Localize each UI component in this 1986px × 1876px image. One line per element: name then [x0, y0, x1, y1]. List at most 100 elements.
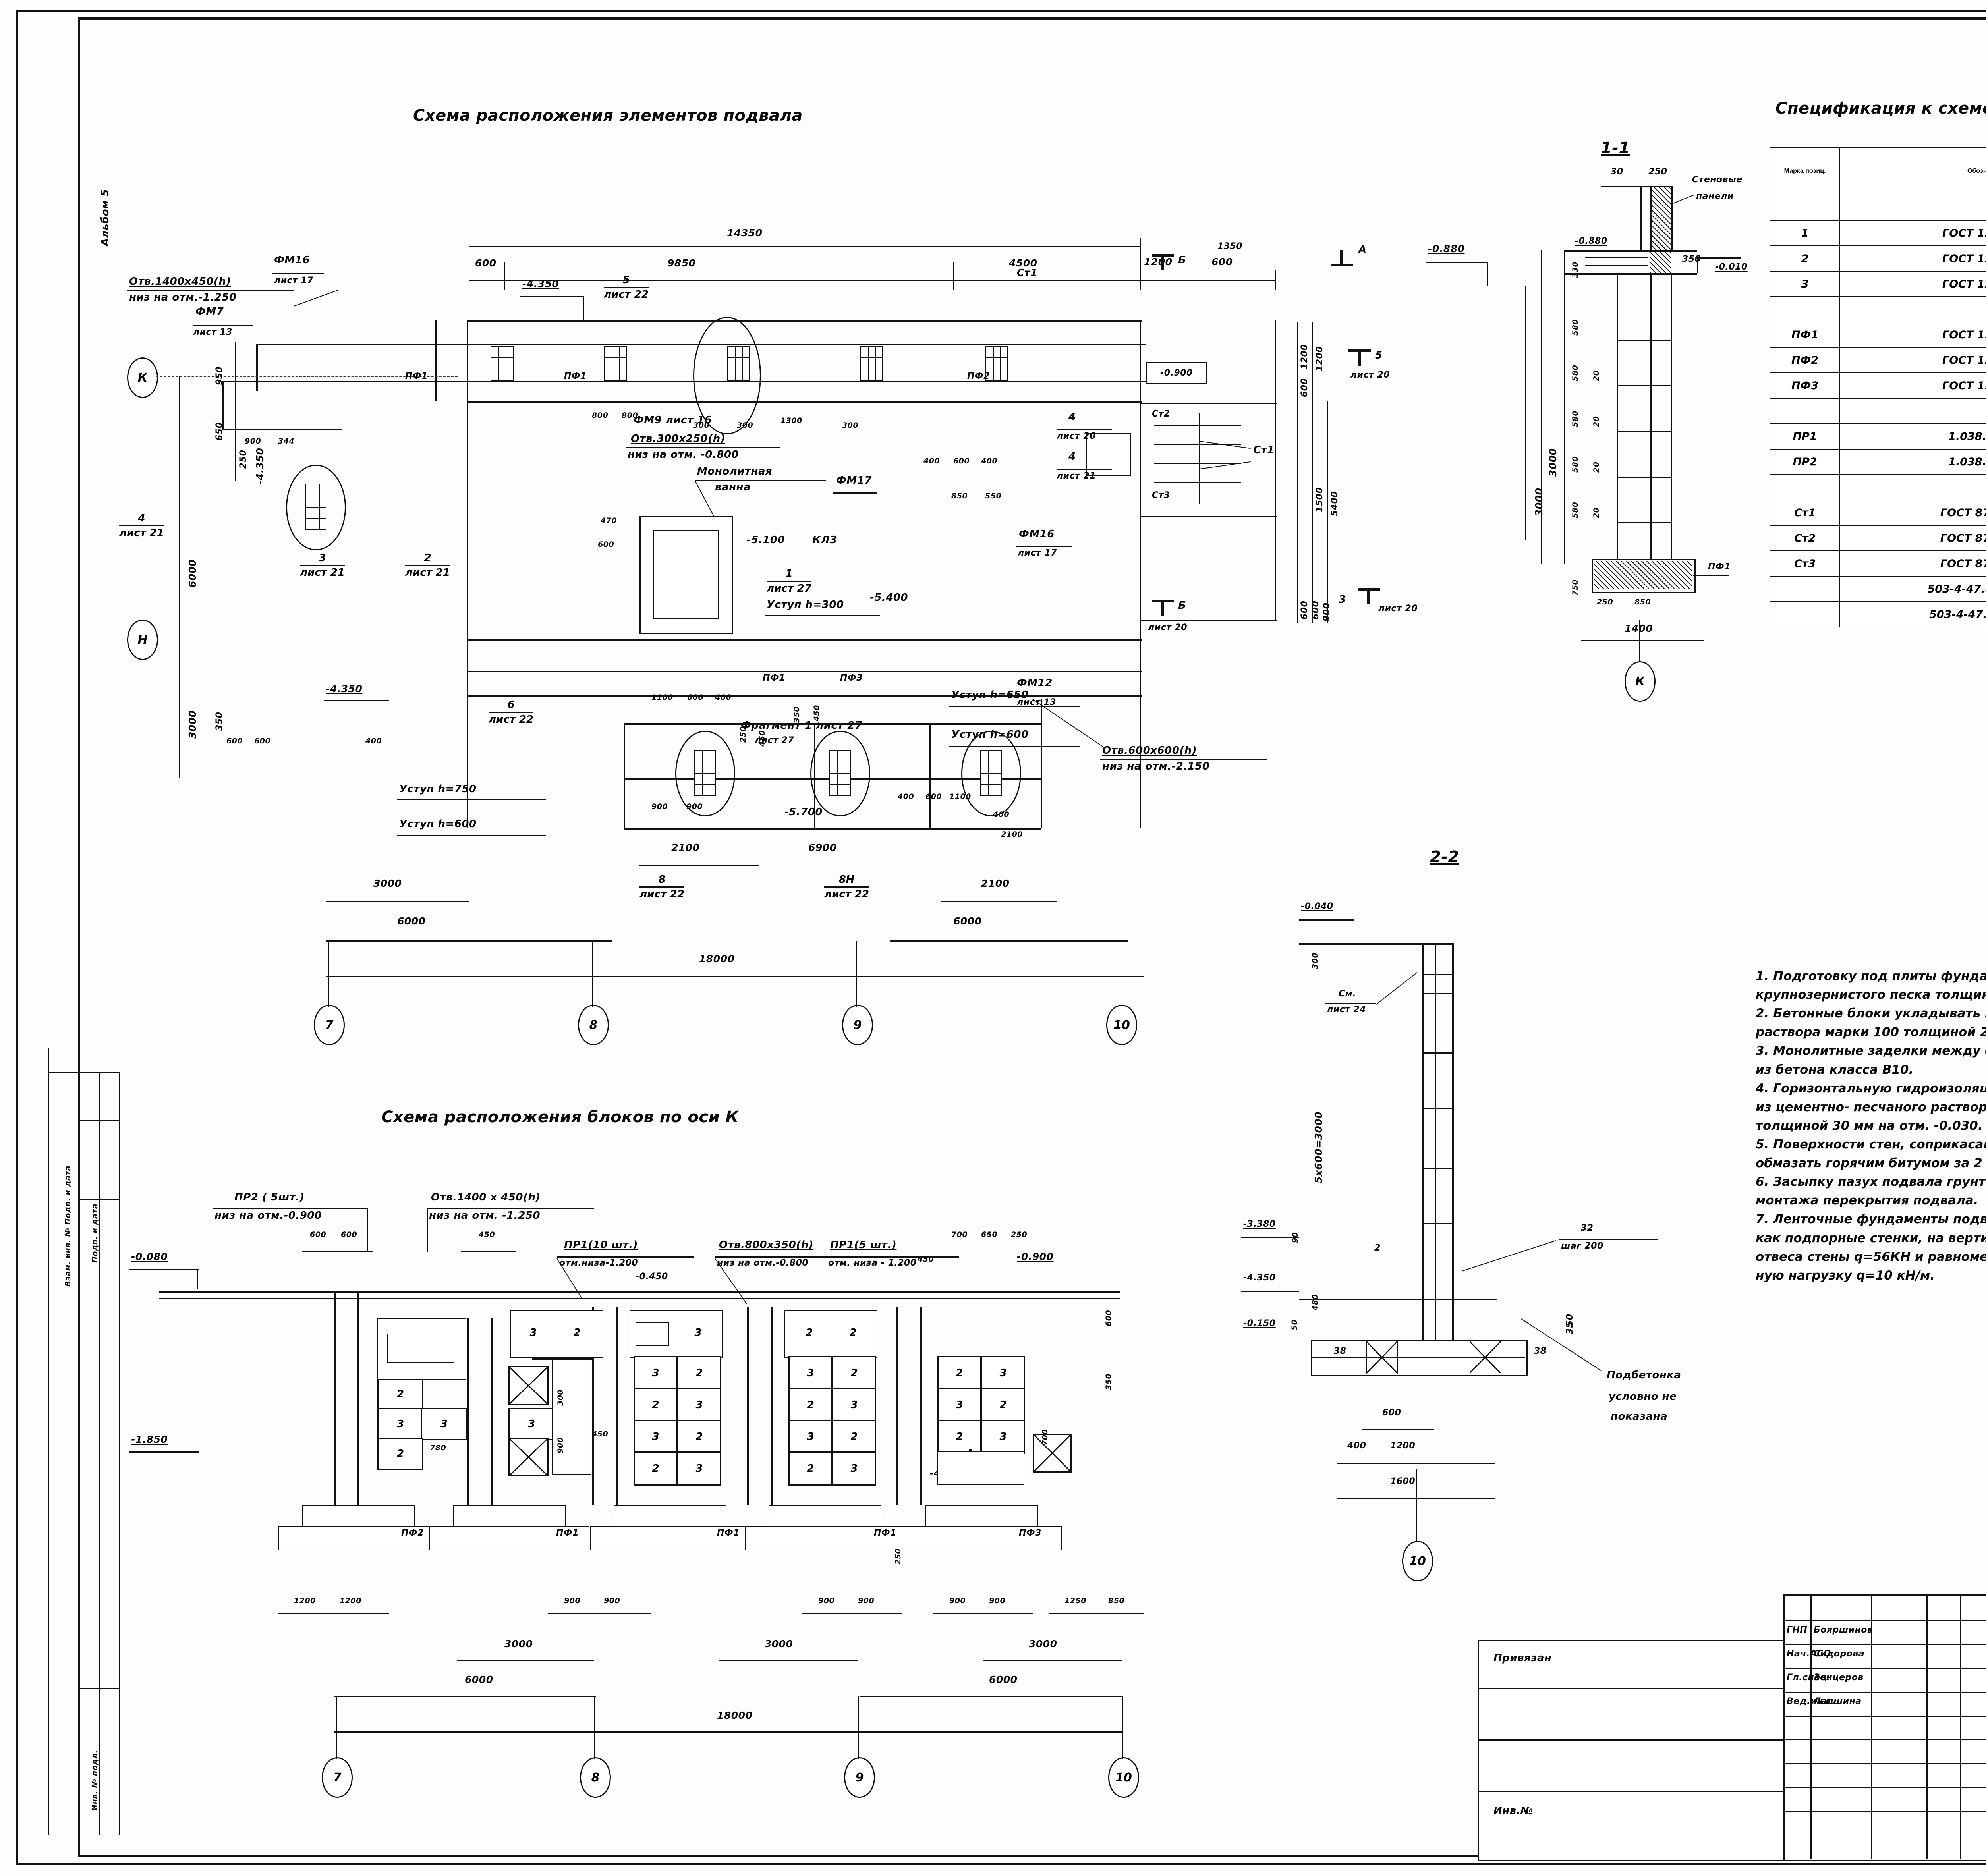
s11-label-wall-panels-1: Стеновые [1692, 175, 1743, 185]
detail-ref-4-list21: 4 лист 21 [119, 512, 164, 539]
s22-dim-300: 300 [1311, 952, 1319, 969]
dim-800b: 800 [622, 411, 638, 420]
bb-900d: 900 [858, 1596, 875, 1605]
block-number: 2 [788, 1388, 833, 1422]
s22-dim-35: 35 [1565, 1322, 1575, 1334]
s22-label-step-200: шаг 200 [1561, 1241, 1603, 1251]
label-st1: Ст1 [1253, 444, 1275, 456]
callout-fm16-list17-sub: лист 17 [274, 276, 314, 286]
detail-ref-8n-list22: 8Н лист 22 [824, 874, 869, 900]
bb-1250: 1250 [1064, 1596, 1086, 1605]
spec-row: 503-4-47.87- КЖ 26Монолитная ванна1 [1769, 576, 1986, 602]
note-line: как подпорные стенки, на вертикальную на… [1756, 1231, 1986, 1245]
spec-row: 503-4-47.87- КЖ34Канал КЛ31 [1769, 601, 1986, 627]
s11-dimL-20b: 20 [1592, 416, 1601, 427]
bb-900c: 900 [818, 1596, 835, 1605]
plate-label-pf1a: ПФ1 [556, 1528, 579, 1538]
s22-dim-90: 90 [1291, 1232, 1300, 1243]
spec-group-row: Блоки подвала [1769, 195, 1986, 221]
dim-1100b: 1100 [949, 792, 971, 801]
block-number: 2 [556, 1314, 598, 1351]
callout-opening-600x600: Отв.600х600(h) [1102, 745, 1197, 757]
sheet-frame-inner [78, 17, 1986, 1857]
dim-top-4: 1200 [1144, 256, 1173, 268]
spec-cell-mark: Ст3 [1794, 557, 1816, 570]
b-dim-600g: 600 [1104, 1310, 1113, 1326]
blocks-plan-title: Схема расположения блоков по оси К [381, 1108, 739, 1126]
block-number: 2 [677, 1356, 721, 1390]
block-number: 2 [832, 1314, 874, 1351]
dim-400f: 400 [981, 457, 998, 465]
dim-b-2100b: 2100 [981, 878, 1010, 889]
dim-900b: 900 [651, 802, 668, 811]
detail-ref-3-list21: 3 лист 21 [300, 552, 345, 579]
block-number: 3 [421, 1408, 467, 1440]
tb-name-0: Бояршинов [1814, 1625, 1873, 1635]
block-number: 3 [788, 1420, 833, 1454]
block-number: 3 [832, 1451, 876, 1486]
s11-dim-250: 250 [1648, 167, 1667, 177]
binding-label: Привязан [1493, 1652, 1552, 1664]
detail-circle-top [693, 317, 761, 434]
general-notes: 1. Подготовку под плиты фундаментов выпо… [1756, 967, 1986, 1285]
block-number: 2 [377, 1438, 423, 1470]
blocks-axis-bubble-7: 7 [322, 1757, 353, 1798]
detail-circle-lower-3 [961, 731, 1021, 816]
note-line: из бетона класса В10. [1756, 1062, 1914, 1077]
detail-ref-2-list21: 2 лист 21 [405, 552, 450, 579]
dim-b-3000a: 3000 [373, 878, 402, 889]
dim-b-18000: 18000 [699, 953, 735, 965]
dim-b-6900: 6900 [808, 842, 837, 853]
spec-cell-designation: 1.038.1-1 в.1 [1948, 430, 1986, 443]
section-label-5: 5 [1375, 349, 1383, 361]
callout-fm16b: ФМ16 [1019, 528, 1055, 540]
callout-pr2-sub: низ на отм.-0.900 [214, 1210, 322, 1222]
plate-label-pf1b: ПФ1 [717, 1528, 740, 1538]
s22-label-see-sheet-1: См. [1339, 989, 1356, 999]
s11-elev--0880: -0.880 [1575, 236, 1607, 246]
block-number: 3 [981, 1356, 1025, 1390]
note-line: монтажа перекрытия подвала. [1756, 1193, 1978, 1208]
tb-role-1: Нач.АСО [1787, 1649, 1831, 1659]
callout-fm9-list16: ФМ9 лист 16 [634, 414, 712, 426]
callout-opening-300x250: Отв.300х250(h) [631, 433, 726, 445]
b-dim-350g: 350 [1104, 1373, 1113, 1390]
dim-600d: 600 [925, 792, 942, 801]
s11-dim-850: 850 [1634, 598, 1651, 606]
s22-dim-50: 50 [1290, 1319, 1299, 1330]
block-number: 2 [634, 1451, 678, 1486]
detail-ref-4-list20-sheet: лист 20 [1057, 431, 1096, 441]
dim-left-650: 650 [214, 422, 224, 441]
dim-r-600: 600 [1300, 378, 1310, 397]
s11-dim-350: 350 [1682, 254, 1701, 264]
dim-600c: 600 [687, 693, 704, 702]
note-line: 3. Монолитные заделки между блоками выпо… [1756, 1044, 1986, 1058]
s22-dim-5x600: 5x600=3000 [1313, 1111, 1324, 1183]
dim-left-6000: 6000 [187, 559, 198, 588]
note-line: 2. Бетонные блоки укладывать на слой цем… [1756, 1006, 1986, 1021]
block-number: 3 [981, 1420, 1025, 1454]
b-dim-450b: 450 [918, 1255, 934, 1264]
bb-900a: 900 [564, 1596, 581, 1605]
label-pf1-mid: ПФ1 [763, 673, 786, 683]
tb-role-0: ГНП [1787, 1625, 1808, 1635]
note-line: 1. Подготовку под плиты фундаментов выпо… [1756, 969, 1986, 983]
dim-b-2100a: 2100 [671, 842, 700, 853]
dim-470: 470 [601, 516, 617, 525]
dim-400b: 400 [715, 693, 732, 702]
callout-opening-600x600-sub: низ на отм.-2.150 [1102, 760, 1210, 772]
s22-dimB-1200: 1200 [1390, 1441, 1416, 1451]
callout-fm16b-sub: лист 17 [1018, 548, 1057, 558]
dim-1300: 1300 [780, 416, 802, 425]
dim-r-1500: 1500 [1315, 487, 1325, 512]
label-st1-top: Ст1 [1017, 267, 1037, 278]
dim-600a: 600 [226, 737, 243, 745]
tb-name-1: Сидорова [1814, 1649, 1865, 1659]
section-mark-6b [1152, 600, 1174, 616]
s22-dimB-400: 400 [1347, 1441, 1366, 1451]
bb-3000b: 3000 [765, 1638, 793, 1650]
b-dim-450c: 450 [592, 1430, 609, 1438]
